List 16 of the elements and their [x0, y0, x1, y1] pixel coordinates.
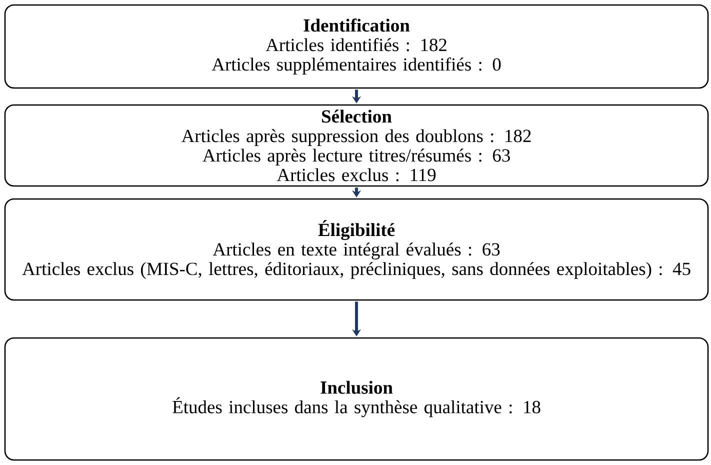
- stage-text: Articles après suppression des doublons : 182: [181, 129, 531, 146]
- stage-heading: Inclusion: [320, 380, 393, 394]
- stage-box: [4, 4, 709, 89]
- stage-box: [4, 198, 709, 301]
- stage-text: Articles en texte intégral évalués : 63: [212, 242, 500, 260]
- stage-text: Articles supplémentaires identifiés : 0: [212, 58, 501, 74]
- stage-text: Articles exclus (MIS-C, lettres, éditoriaux, précliniques, sans données exploitables) : 45: [22, 262, 690, 279]
- stage-heading: Éligibilité: [318, 220, 395, 240]
- stage-text: Articles après lecture titres/résumés : 63: [202, 148, 510, 166]
- stage-text: Articles identifiés : 182: [266, 38, 446, 52]
- stage-text: Études incluses dans la synthèse qualitative : 18: [172, 397, 540, 418]
- stage-heading: Sélection: [322, 110, 392, 123]
- stage-box: [4, 104, 709, 187]
- stage-heading: Identification: [304, 18, 410, 32]
- stage-text: Articles exclus : 119: [276, 168, 436, 182]
- stage-box: [4, 337, 709, 461]
